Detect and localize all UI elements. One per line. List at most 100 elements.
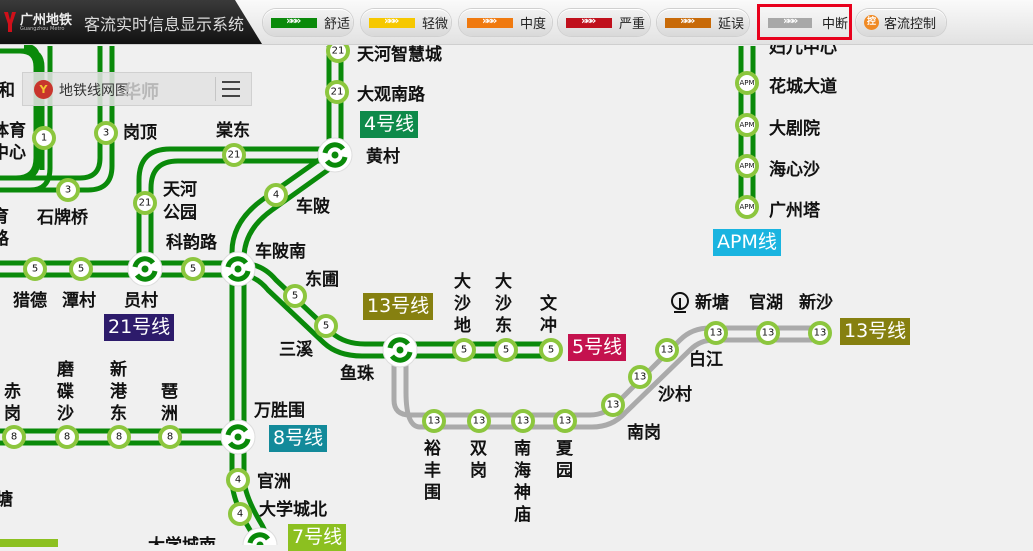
legend-moderate-button[interactable]: »»» 中度 [459,9,552,36]
station-badge[interactable]: 3 [56,178,80,202]
station-xiayuan[interactable]: 夏园 [556,439,574,481]
metro-map[interactable]: 1 3 3 21 21 21 21 4 4 4 5 5 5 5 5 5 5 5 … [0,45,1033,545]
hamburger-icon[interactable] [222,81,240,97]
svg-text:东: 东 [110,403,127,424]
station-badge[interactable]: 5 [23,257,47,281]
top-bar: 广州地铁 Guangzhou Metro 客流实时信息显示系统 »»» 舒适 »… [0,0,1033,45]
transfer-station-yuzhu[interactable] [383,333,417,367]
legend-label: 轻微 [422,17,449,32]
station-badge[interactable]: APM [735,113,759,137]
svg-text:和: 和 [0,81,15,101]
svg-text:3: 3 [103,128,109,139]
divider [215,77,216,101]
station-tangdong: 棠东 [215,120,250,141]
app-title: 客流实时信息显示系统 [84,15,245,34]
station-badge[interactable]: 13 [628,365,652,389]
station-badge[interactable]: 5 [314,314,338,338]
congestion-bar-icon: »»» [768,14,812,28]
station-badge[interactable]: 4 [264,183,288,207]
station-dashadong[interactable]: 大沙东 [495,271,512,336]
station-yufengwei[interactable]: 裕丰围 [424,438,441,503]
svg-text:洲: 洲 [161,404,178,424]
station-badge[interactable]: 5 [69,257,93,281]
station-badge[interactable]: 5 [494,338,518,362]
station-badge[interactable]: 5 [452,338,476,362]
legend-label: 中断 [821,17,848,32]
transfer-station-yuancun[interactable] [128,252,162,286]
station-badge[interactable]: 13 [467,409,491,433]
station-badge[interactable]: 13 [511,409,535,433]
station-badge[interactable]: 21 [326,45,350,63]
station-daxuechengnan: 大学城南 [148,535,216,545]
station-shipaiqiao: 石牌桥 [36,207,89,228]
station-huangcun: 黄村 [366,146,400,167]
svg-text:5: 5 [292,291,298,302]
station-badge[interactable]: 13 [655,338,679,362]
station-pazhou[interactable]: 琶洲 [161,382,178,424]
station-modiesha[interactable]: 磨碟沙 [57,359,75,424]
legend-severe-button[interactable]: »»» 严重 [558,9,650,36]
svg-text:赤: 赤 [4,381,21,402]
station-chigang[interactable]: 赤岗 [4,381,21,424]
station-badge[interactable]: 1 [32,126,56,150]
station-badge[interactable]: 13 [601,393,625,417]
svg-text:琶: 琶 [161,382,178,402]
legend-label: 中度 [520,17,547,32]
passenger-flow-control-button[interactable]: 控 客流控制 [856,9,946,36]
line-4-label: 4号线 [360,111,419,138]
congestion-bar-icon: »»» [271,14,317,28]
station-wenchong[interactable]: 文冲 [540,293,558,336]
station-badges: 1 3 3 21 21 21 21 4 4 4 5 5 5 5 5 5 5 5 … [2,45,832,526]
line-5-label: 5号线 [568,334,627,361]
line-21-label: 21号线 [104,314,175,341]
station-badge[interactable]: 4 [228,502,252,526]
station-badge[interactable]: 5 [539,338,563,362]
station-badge[interactable]: 5 [283,284,307,308]
station-huacheng-dadao: 花城大道 [769,76,837,97]
svg-text:4: 4 [237,509,243,520]
station-chebei: 车陂 [296,196,330,217]
station-sanxi: 三溪 [279,340,314,360]
station-badge[interactable]: 13 [422,409,446,433]
station-badge[interactable]: 13 [756,321,780,345]
legend-delay-button[interactable]: »»» 延误 [657,9,749,36]
line-13-end-label: 13号线 [840,318,911,345]
legend-slight-button[interactable]: »»» 轻微 [361,9,451,36]
station-badge[interactable]: APM [735,71,759,95]
svg-text:8: 8 [64,432,70,443]
station-badge[interactable]: 13 [553,409,577,433]
station-xingangdong[interactable]: 新港东 [110,359,128,424]
station-shacun: 沙村 [658,384,692,405]
line-7-label: 7号线 [288,524,347,551]
legend-interrupted-button[interactable]: »»» 中断 [760,9,848,36]
station-badge[interactable]: 3 [94,121,118,145]
station-badge[interactable]: APM [735,195,759,219]
station-badge[interactable]: 21 [325,80,349,104]
station-badge[interactable]: APM [735,154,759,178]
station-shuanggang[interactable]: 双岗 [470,439,487,481]
station-badge[interactable]: 5 [181,257,205,281]
station-nangang: 南岗 [627,422,661,443]
station-tang: 塘 [0,489,13,510]
station-badge[interactable]: 13 [808,321,832,345]
station-tancun: 潭村 [62,290,96,311]
svg-text:公园: 公园 [163,203,197,223]
station-dashadi[interactable]: 大沙地 [454,271,471,336]
transfer-station-wanshengwei[interactable] [221,420,255,454]
svg-text:13: 13 [710,328,723,339]
station-badge[interactable]: 8 [55,425,79,449]
station-badge[interactable]: 21 [133,191,157,215]
station-badge[interactable]: 8 [2,425,26,449]
station-badge[interactable]: 21 [222,143,246,167]
svg-text:大: 大 [454,271,471,292]
line-1-3-tracks [0,45,115,193]
svg-text:丰: 丰 [424,460,441,481]
station-badge[interactable]: 8 [107,425,131,449]
station-badge[interactable]: 8 [158,425,182,449]
legend-comfortable-button[interactable]: »»» 舒适 [263,9,353,36]
station-badge[interactable]: 13 [704,321,728,345]
station-badge[interactable]: 4 [226,468,250,492]
transfer-station-chebeinan[interactable] [221,252,255,286]
transfer-station-huangcun[interactable] [318,138,352,172]
